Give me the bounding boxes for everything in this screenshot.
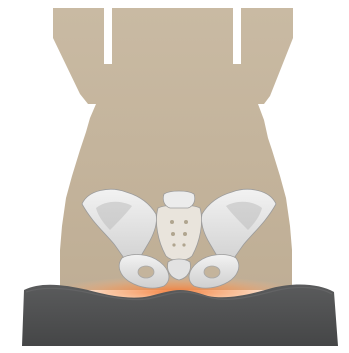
sacral-foramen <box>172 243 175 246</box>
sacral-foramen <box>170 220 174 224</box>
sacral-foramen <box>171 232 175 236</box>
lumbar-vertebra <box>163 191 195 208</box>
left-obturator <box>138 266 154 278</box>
seat-cushion <box>22 285 338 346</box>
sacral-foramen <box>184 220 188 224</box>
right-obturator <box>204 266 220 278</box>
sacral-foramen <box>183 232 187 236</box>
sacral-foramen <box>182 243 185 246</box>
